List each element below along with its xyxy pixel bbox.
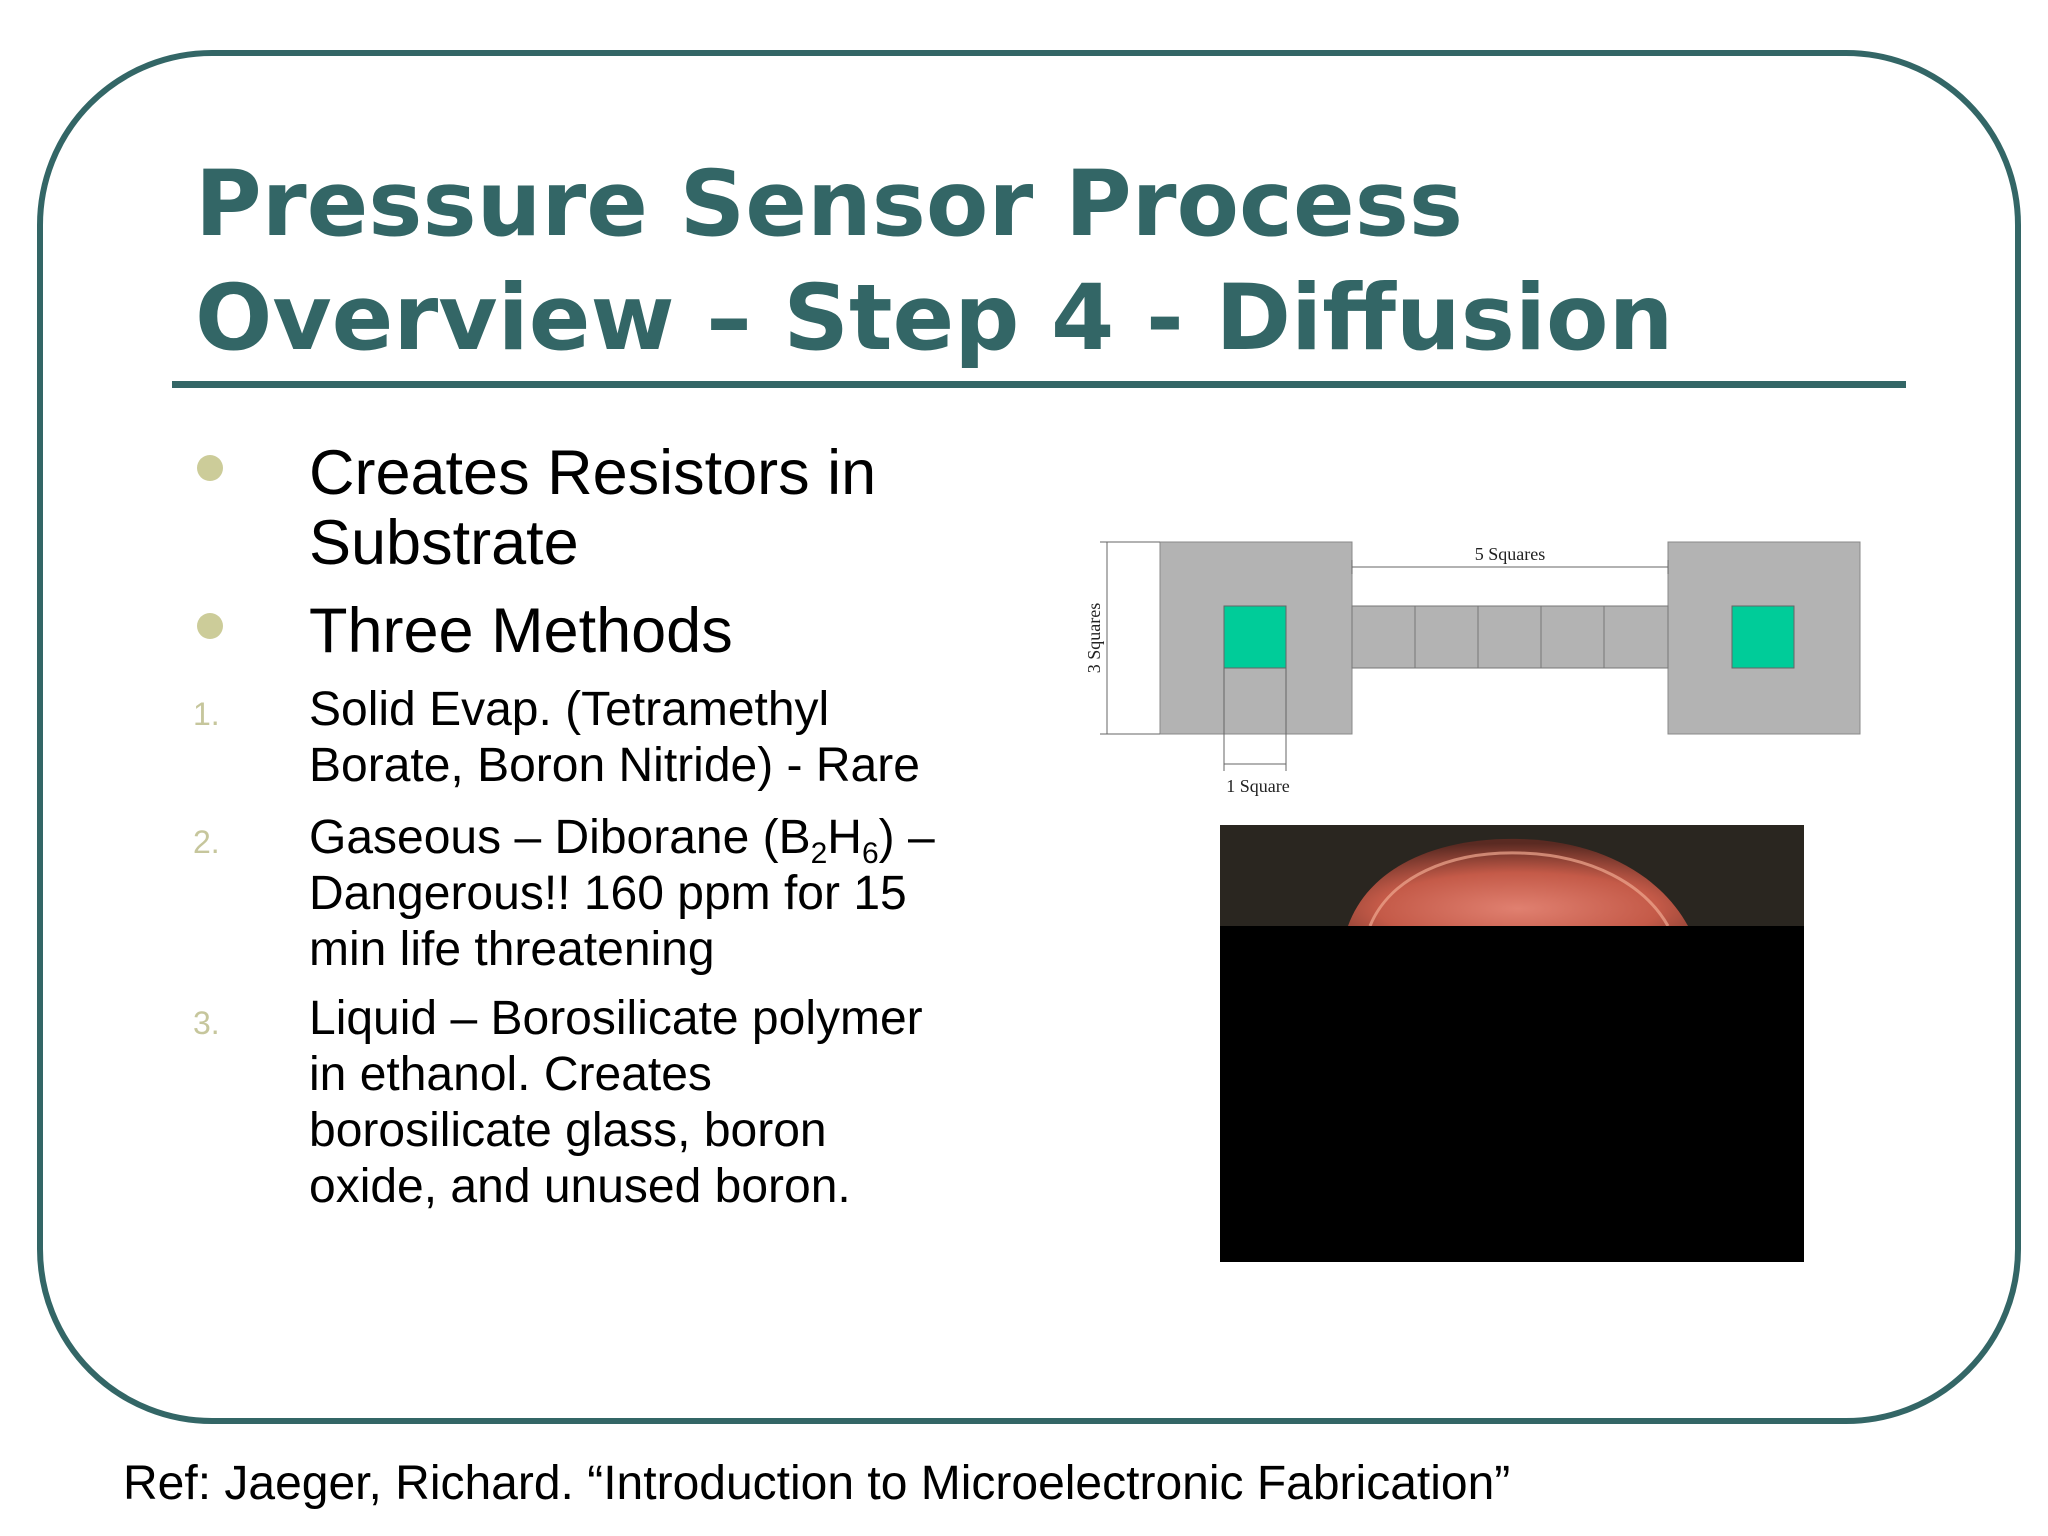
resistor-diagram: 5 Squares 3 Squares 1 Square	[1060, 520, 1880, 810]
slide-frame	[37, 50, 2021, 1424]
item-line: Liquid – Borosilicate polymer	[309, 992, 923, 1045]
subscript: 6	[861, 837, 879, 870]
bullet-line: Three Methods	[309, 596, 733, 666]
title-divider	[172, 381, 1906, 388]
item-number: 3.	[193, 1005, 220, 1041]
item-line: Solid Evap. (Tetramethyl	[309, 683, 830, 736]
bullet-dot-icon	[197, 613, 223, 639]
item-line: min life threatening	[309, 923, 715, 976]
subscript: 2	[810, 837, 828, 870]
text-fragment: H	[827, 811, 862, 864]
resistor-squares	[1351, 605, 1669, 669]
bullet-dot-icon	[197, 455, 223, 481]
item-number: 2.	[193, 824, 220, 860]
item-text: Gaseous – Diborane (B2H6) – Dangerous!! …	[309, 810, 1029, 978]
left-contact	[1223, 605, 1287, 669]
right-contact	[1731, 605, 1795, 669]
bullet-text: Three Methods	[309, 596, 1009, 666]
width-label: 1 Square	[1226, 776, 1289, 796]
item-text: Liquid – Borosilicate polymer in ethanol…	[309, 991, 1029, 1215]
bullet-text: Creates Resistors in Substrate	[309, 438, 1009, 578]
item-line: Dangerous!! 160 ppm for 15	[309, 867, 907, 920]
reference-citation: Ref: Jaeger, Richard. “Introduction to M…	[123, 1457, 1511, 1510]
right-pad	[1667, 541, 1861, 735]
item-text: Solid Evap. (Tetramethyl Borate, Boron N…	[309, 682, 1029, 794]
glowing-wafer	[1348, 838, 1688, 926]
title-line-1: Pressure Sensor Process	[195, 152, 1464, 257]
item-line: Borate, Boron Nitride) - Rare	[309, 739, 920, 792]
length-label: 5 Squares	[1475, 544, 1546, 564]
text-fragment: Gaseous – Diborane (B	[309, 811, 811, 864]
item-line: borosilicate glass, boron	[309, 1104, 827, 1157]
bullet-line: Substrate	[309, 508, 579, 578]
bullet-line: Creates Resistors in	[309, 438, 877, 508]
item-line: Gaseous – Diborane (B2H6) –	[309, 810, 1029, 869]
text-fragment: ) –	[878, 811, 935, 864]
item-line: in ethanol. Creates	[309, 1048, 712, 1101]
diffusion-video-frame	[1220, 825, 1804, 1262]
item-number: 1.	[193, 696, 220, 732]
height-label: 3 Squares	[1084, 603, 1104, 674]
title-line-2: Overview – Step 4 - Diffusion	[195, 266, 1674, 371]
slide-title: Pressure Sensor Process Overview – Step …	[195, 148, 1915, 376]
item-line: oxide, and unused boron.	[309, 1160, 851, 1213]
